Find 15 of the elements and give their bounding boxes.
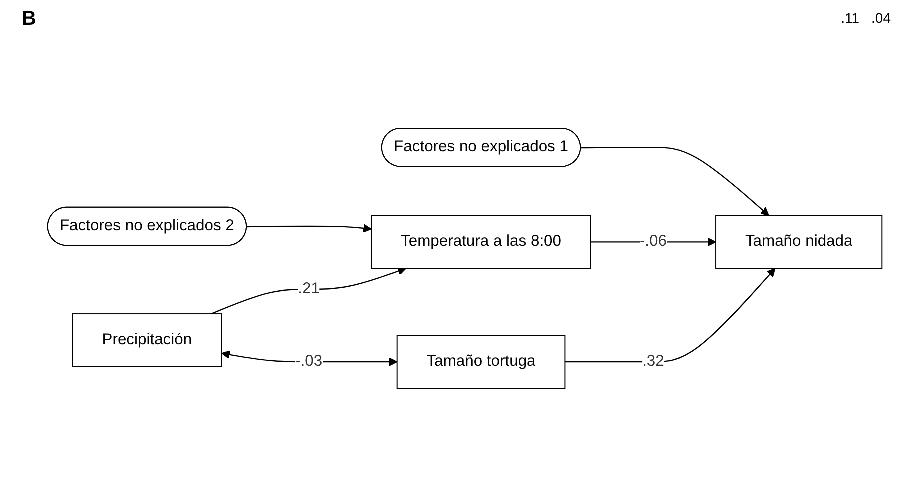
edge-label: -.03 bbox=[296, 353, 323, 370]
coefficient-label: .04 bbox=[872, 10, 891, 26]
arrow bbox=[247, 224, 372, 233]
edge-label: .32 bbox=[642, 353, 664, 370]
coefficient-label: .11 bbox=[841, 10, 860, 26]
node-box: Tamaño tortuga bbox=[396, 335, 566, 390]
node-box: Temperatura a las 8:00 bbox=[371, 215, 592, 270]
edge-label: .21 bbox=[298, 280, 320, 298]
arrow bbox=[581, 146, 770, 216]
node-box: Tamaño nidada bbox=[716, 215, 883, 270]
arrow bbox=[211, 267, 407, 315]
diagram-title: B bbox=[22, 8, 36, 31]
arrow bbox=[565, 268, 776, 363]
edge-label: -.06 bbox=[640, 233, 667, 250]
node-box: Precipitación bbox=[72, 314, 222, 368]
